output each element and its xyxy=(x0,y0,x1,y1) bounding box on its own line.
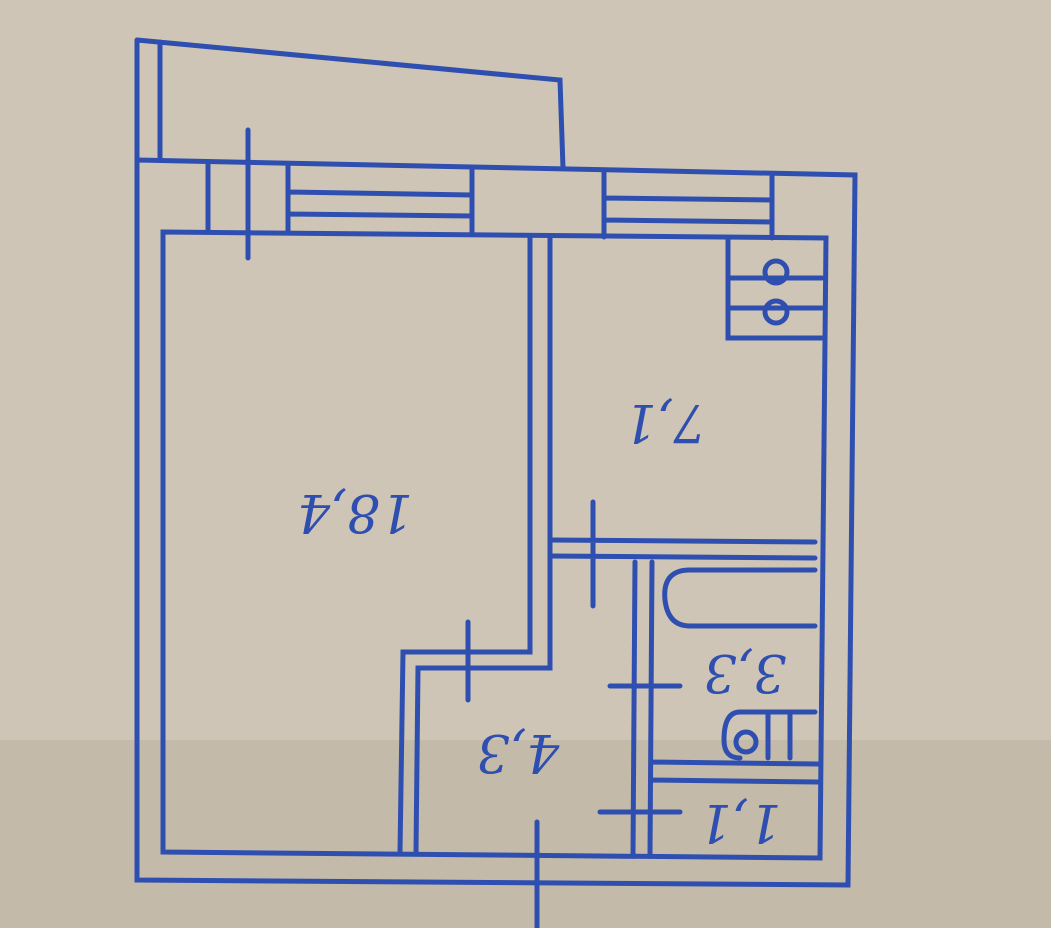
room-area-hallway: 4,3 xyxy=(477,722,561,782)
room-area-toilet: 1,1 xyxy=(699,792,782,852)
room-area-bathroom: 3,3 xyxy=(704,642,787,702)
balcony xyxy=(134,37,566,171)
interior-walls xyxy=(397,235,821,928)
stove-icon xyxy=(725,237,825,341)
bathtub-icon xyxy=(662,567,818,629)
room-area-living: 18,4 xyxy=(297,482,413,542)
room-area-kitchen: 7,1 xyxy=(624,392,707,452)
sink-icon xyxy=(721,709,818,761)
windows xyxy=(205,127,775,261)
